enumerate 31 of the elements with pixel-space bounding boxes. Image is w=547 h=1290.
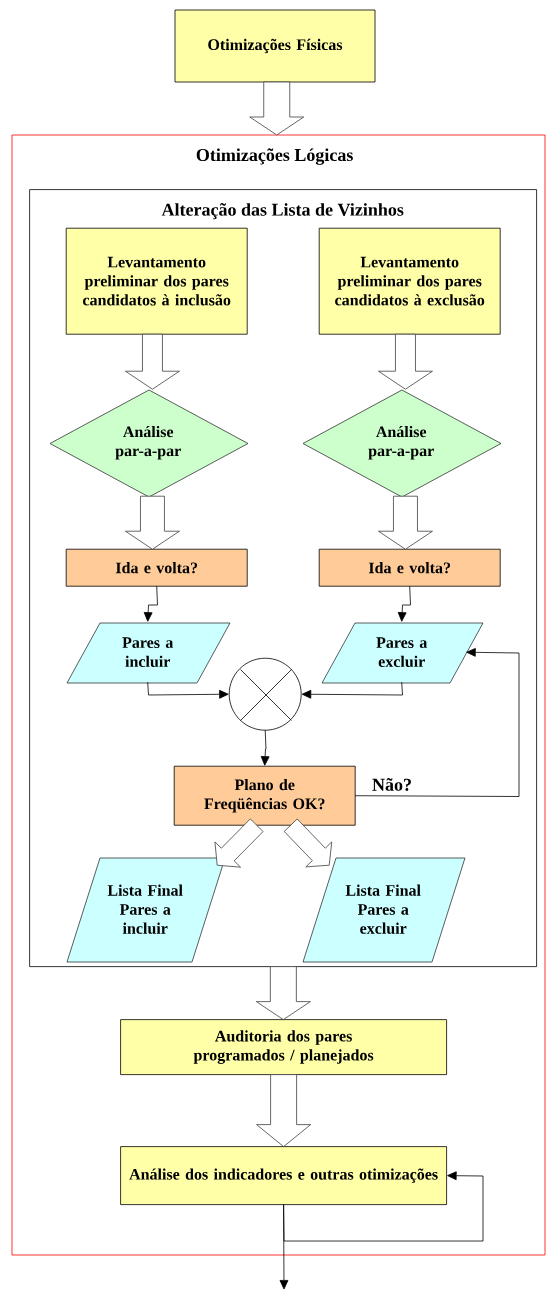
arrow — [354, 648, 520, 797]
block-arrow — [256, 1074, 311, 1147]
process-box: Plano de Freqüências OK? — [173, 765, 356, 826]
process-box: Ida e volta? — [318, 548, 501, 587]
arrow — [143, 585, 158, 622]
process-box: Levantamento preliminar dos pares candidatos à inclusão — [65, 227, 248, 335]
process-box: Auditoria dos pares programados / planejados — [120, 1019, 447, 1075]
block-arrow — [283, 818, 333, 868]
process-box: Análise dos indicadores e outras otimizações — [120, 1146, 447, 1205]
arrow — [301, 681, 403, 699]
arrow — [283, 1171, 484, 1242]
process-box: Ida e volta? — [65, 548, 248, 587]
block-arrow — [378, 495, 433, 550]
arrow — [279, 1204, 289, 1290]
block-arrow — [214, 818, 264, 868]
data-parallelogram: Lista Final Pares a excluir — [302, 857, 466, 963]
block-arrow — [125, 495, 180, 550]
data-parallelogram: Pares a incluir — [66, 622, 231, 684]
block-arrow — [378, 333, 433, 390]
process-box: Levantamento preliminar dos pares candidatos à exclusão — [318, 227, 501, 335]
block-arrow — [125, 333, 180, 390]
block-arrow — [249, 81, 305, 136]
process-box: Otimizações Físicas — [174, 9, 376, 83]
arrow — [147, 681, 229, 699]
arrow — [397, 585, 411, 622]
block-arrow — [255, 966, 311, 1020]
data-parallelogram: Lista Final Pares a incluir — [66, 857, 226, 963]
arrow — [260, 729, 270, 766]
edge-label: Não? — [370, 776, 414, 793]
data-parallelogram: Pares a excluir — [321, 622, 484, 684]
summing-junction-circle — [228, 657, 302, 731]
